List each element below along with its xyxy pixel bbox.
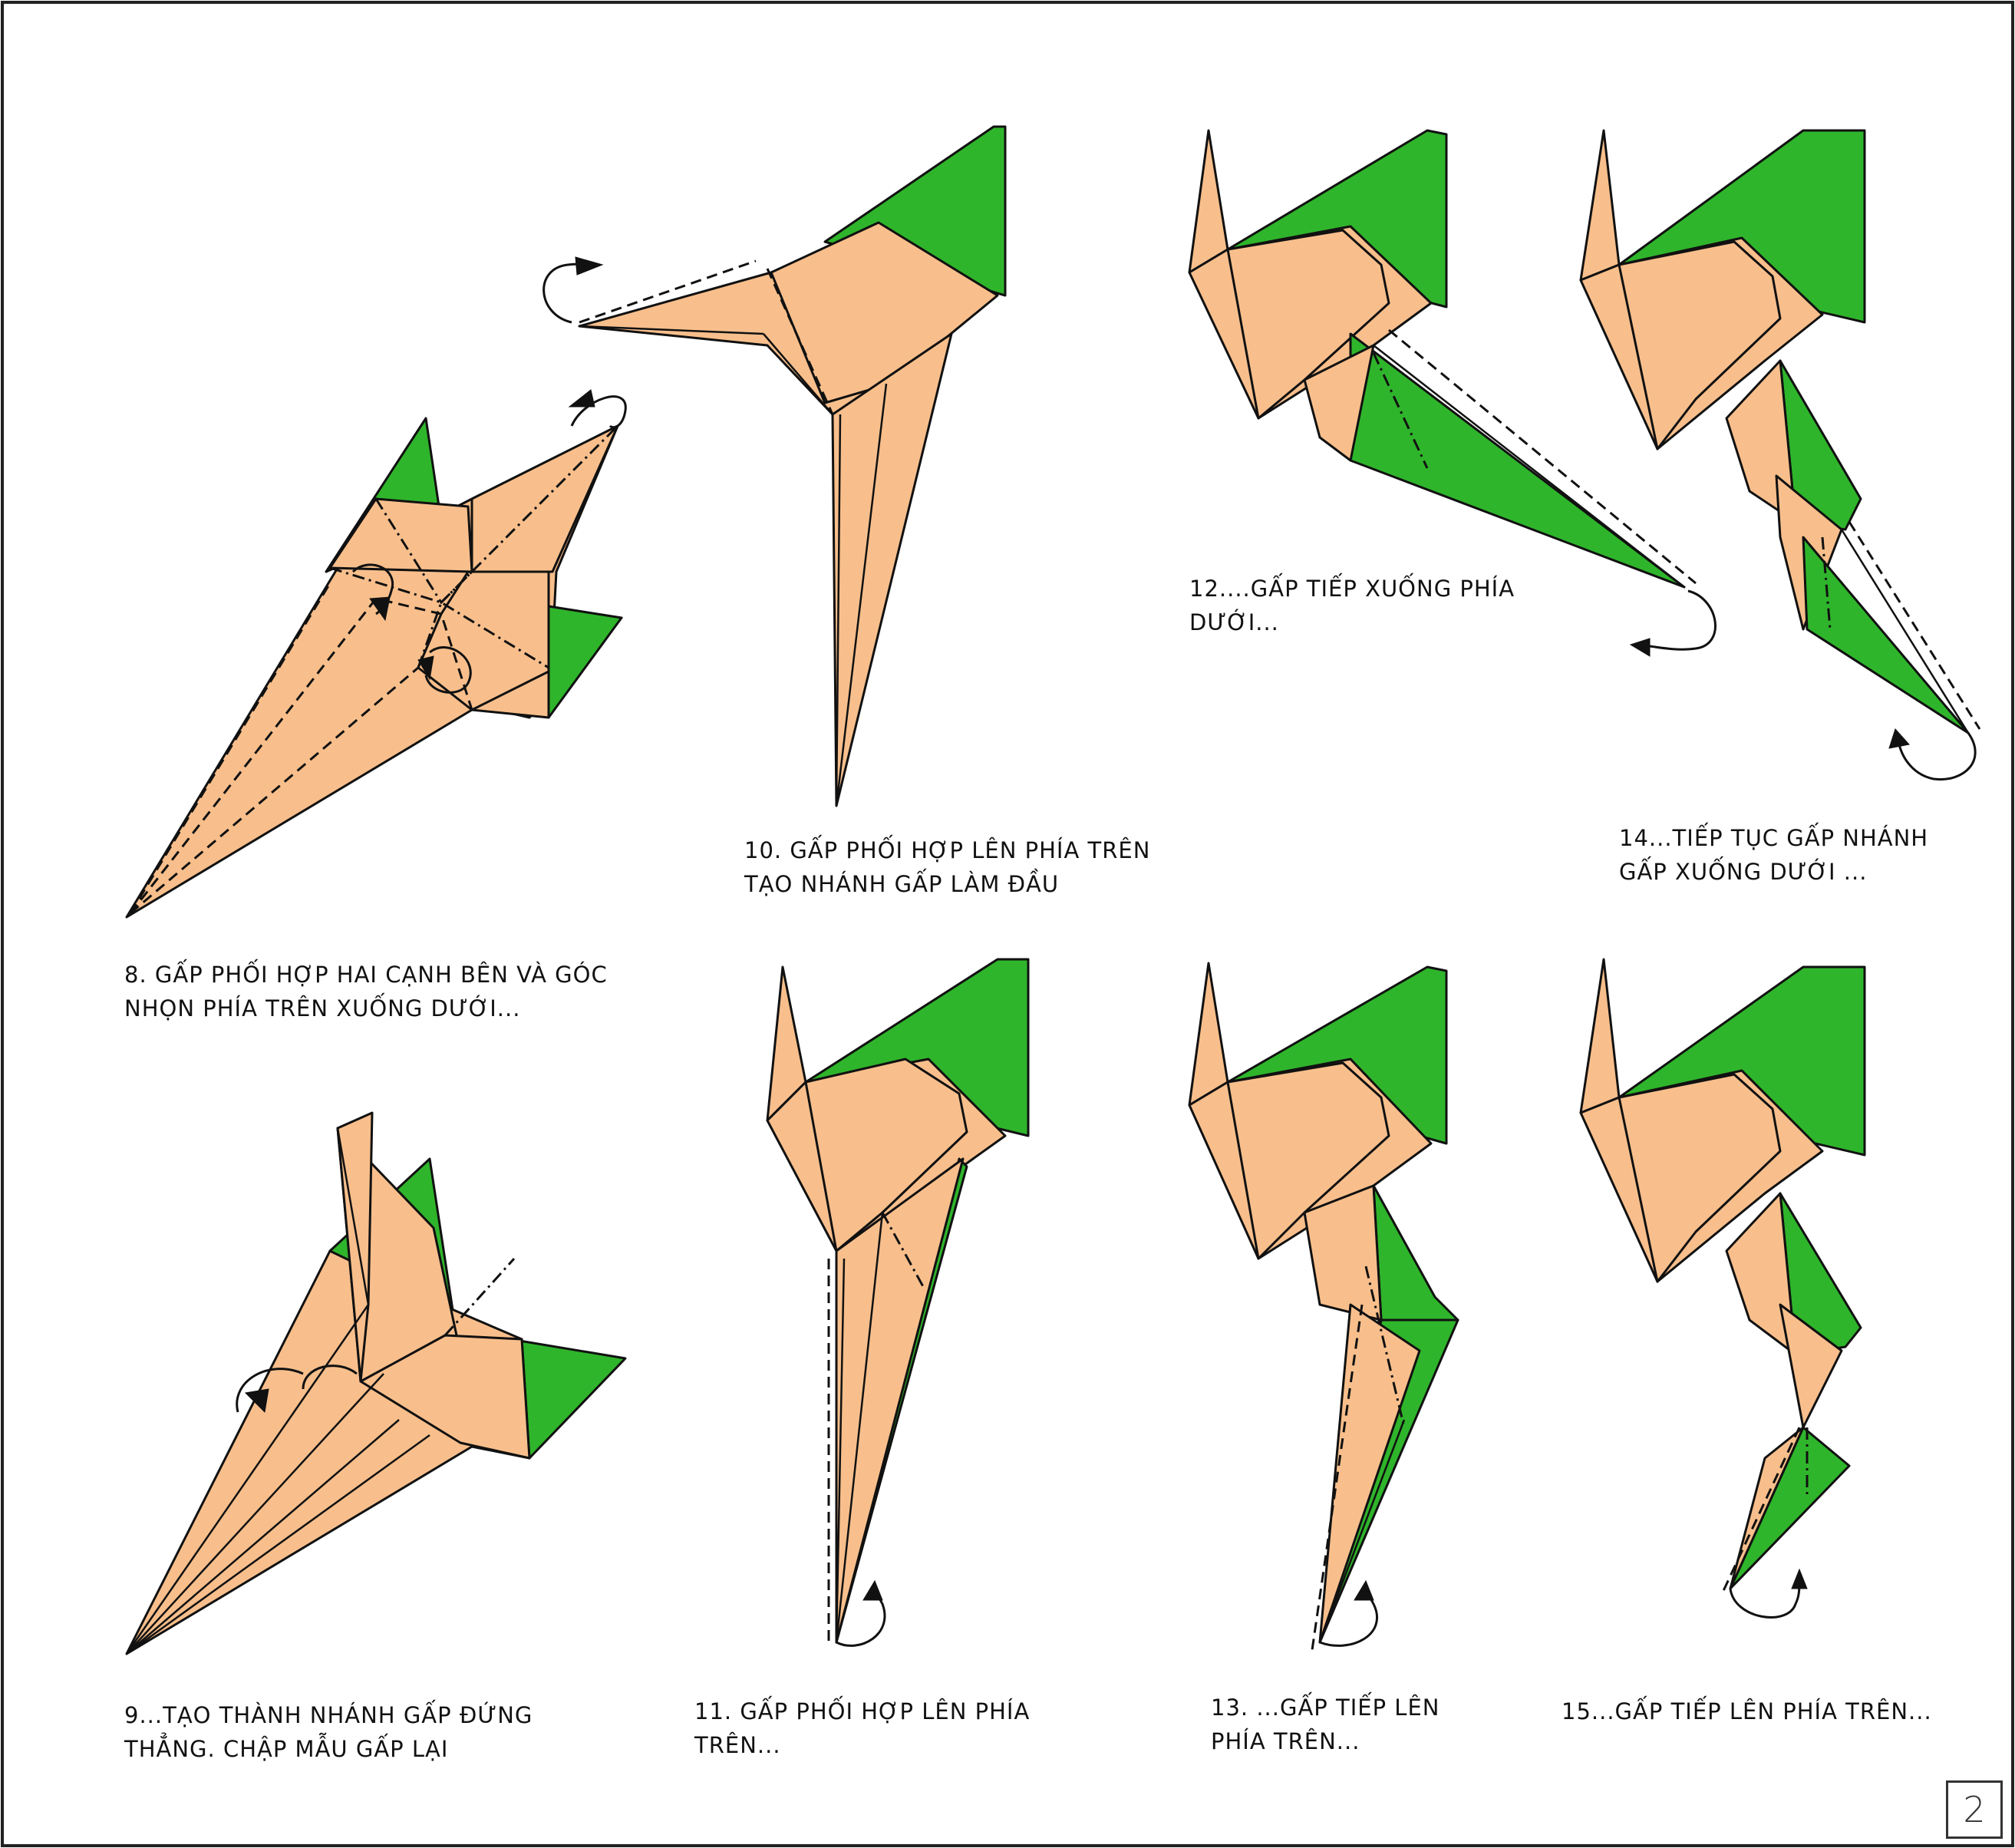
caption-step-10-line-1: 10. GẤP PHỐI HỢP LÊN PHÍA TRÊN: [744, 837, 1151, 863]
step-10-diagram: [542, 125, 1007, 807]
step-8-diagram: [125, 389, 627, 919]
caption-step-14-line-1: 14...TIẾP TỤC GẤP NHÁNH: [1619, 825, 1929, 851]
step-13-diagram: [1188, 962, 1459, 1651]
caption-step-8-line-1: 8. GẤP PHỐI HỢP HAI CẠNH BÊN VÀ GÓC: [124, 962, 608, 988]
caption-step-14-line-2: GẤP XUỐNG DƯỚI ...: [1619, 859, 1868, 885]
caption-step-15-line-1: 15...GẤP TIẾP LÊN PHÍA TRÊN...: [1562, 1698, 1932, 1724]
step-14-diagram: [1579, 129, 1981, 781]
caption-step-8: 8. GẤP PHỐI HỢP HAI CẠNH BÊN VÀ GÓC NHỌN…: [124, 958, 608, 1025]
caption-step-12-line-2: DƯỚI...: [1189, 609, 1279, 635]
page-number: 2: [1963, 1789, 1986, 1830]
caption-step-10: 10. GẤP PHỐI HỢP LÊN PHÍA TRÊN TẠO NHÁNH…: [744, 833, 1150, 901]
step-12-diagram: [1188, 129, 1717, 657]
step-11-diagram: [766, 958, 1030, 1647]
caption-step-11-line-2: TRÊN...: [694, 1732, 781, 1758]
caption-step-12: 12....GẤP TIẾP XUỐNG PHÍA DƯỚI...: [1189, 572, 1515, 639]
page-number-box: 2: [1946, 1780, 2003, 1839]
caption-step-11-line-1: 11. GẤP PHỐI HỢP LÊN PHÍA: [694, 1698, 1031, 1724]
caption-step-11: 11. GẤP PHỐI HỢP LÊN PHÍA TRÊN...: [694, 1695, 1030, 1762]
step-9-diagram: [125, 1111, 627, 1655]
caption-step-13-line-2: PHÍA TRÊN...: [1211, 1728, 1360, 1754]
caption-step-8-line-2: NHỌN PHÍA TRÊN XUỐNG DƯỚI...: [124, 995, 521, 1021]
caption-step-14: 14...TIẾP TỤC GẤP NHÁNH GẤP XUỐNG DƯỚI .…: [1619, 821, 1928, 889]
caption-step-12-line-1: 12....GẤP TIẾP XUỐNG PHÍA: [1189, 576, 1515, 602]
caption-step-9: 9...TẠO THÀNH NHÁNH GẤP ĐỨNG THẲNG. CHẬP…: [124, 1698, 533, 1766]
step-15-diagram: [1579, 958, 1866, 1619]
caption-step-13: 13. ...GẤP TIẾP LÊN PHÍA TRÊN...: [1211, 1691, 1440, 1758]
caption-step-9-line-1: 9...TẠO THÀNH NHÁNH GẤP ĐỨNG: [124, 1702, 533, 1728]
caption-step-15: 15...GẤP TIẾP LÊN PHÍA TRÊN...: [1562, 1695, 1932, 1728]
caption-step-9-line-2: THẲNG. CHẬP MẪU GẤP LẠI: [124, 1736, 449, 1762]
caption-step-10-line-2: TẠO NHÁNH GẤP LÀM ĐẦU: [744, 871, 1060, 897]
caption-step-13-line-1: 13. ...GẤP TIẾP LÊN: [1211, 1695, 1440, 1721]
